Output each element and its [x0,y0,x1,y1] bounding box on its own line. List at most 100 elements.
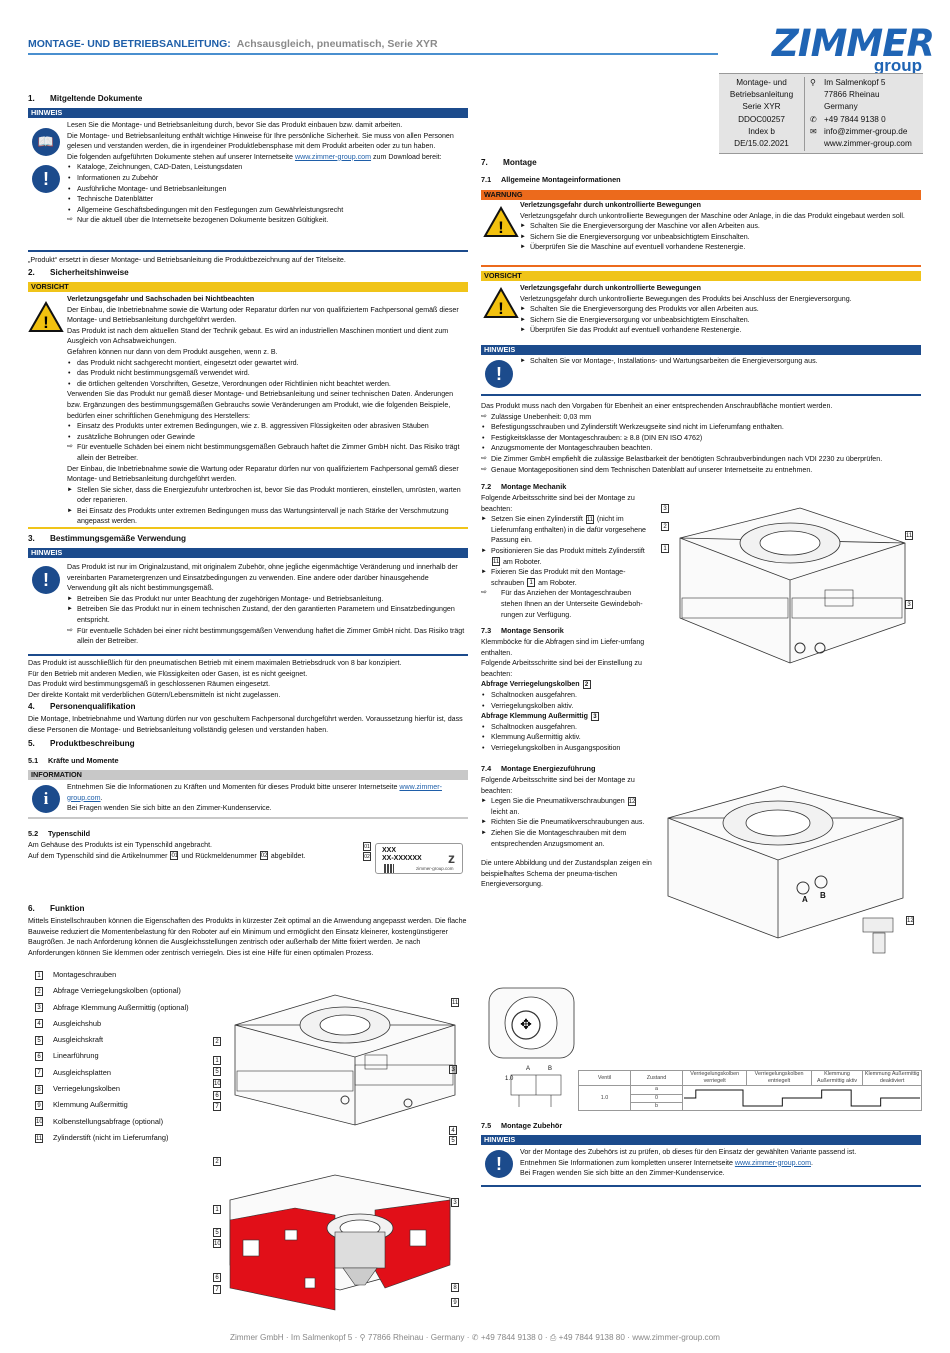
type-plate: 01 02 XXX XX-XXXXXX zimmer-group.com z [362,842,464,874]
warning-triangle-icon: ! [483,206,519,237]
website-link[interactable]: www.zimmer-group.com [294,152,372,161]
svg-text:!: ! [498,218,504,237]
section-1-body: Lesen Sie die Montage- und Betriebsanlei… [67,120,469,226]
website-link[interactable]: www.zimmer-group.com [734,1158,811,1167]
callout-1: 1 [212,1055,222,1065]
port-a-label: A [526,1066,531,1072]
callout-2: 2 [660,521,670,531]
callout-12: 12 [906,915,914,925]
location-pin-icon: ⚲ [359,1333,366,1342]
fax-icon: ⎙ [549,1333,557,1342]
hinweis-bar: HINWEIS [481,1135,921,1145]
svg-text:✥: ✥ [520,1017,532,1033]
info-icon: i [32,785,60,813]
read-manual-icon: 📖 [32,128,60,156]
section-7-title: 7.Montage [481,158,537,167]
vorsicht-body: Verletzungsgefahr durch unkontrollierte … [520,283,922,336]
section-3-body: Das Produkt ist nur im Originalzustand, … [67,562,469,647]
callout-4: 4 [448,1125,458,1135]
section-7-5-body: Vor der Montage des Zubehörs ist zu prüf… [520,1148,857,1178]
section-7-3-body: Klemmböcke für die Abfragen sind im Lief… [481,637,653,754]
section-1-title: 1.Mitgeltende Dokumente [28,94,143,103]
callout-8: 8 [450,1282,460,1292]
valve-label: 1.0 [505,1076,514,1082]
callout-10: 10 [213,1078,221,1088]
pneumatic-schematic [510,1074,562,1107]
callout-7: 7 [212,1284,222,1294]
section-4-body: Die Montage, Inbetriebnahme und Wartung … [28,715,463,734]
callout-6: 6 [212,1090,222,1100]
callout-3: 3 [448,1064,458,1074]
product-note: „Produkt“ ersetzt in dieser Montage- und… [28,256,346,264]
section-5-2-body: Am Gehäuse des Produkts ist ein Typensch… [28,841,306,861]
state-graph [684,1089,920,1107]
qr-code-icon [384,864,394,873]
section-5-1-body: Entnehmen Sie die Informationen zu Kräft… [67,783,442,813]
phone-icon: ✆ [810,114,817,124]
callout-10: 10 [213,1238,221,1248]
port-b-label: B [548,1066,553,1072]
footer: Zimmer GmbH · Im Salmenkopf 5 · ⚲ 77866 … [229,1333,720,1342]
warning-triangle-icon: ! [483,287,519,318]
section-7-4-body: Folgende Arbeitsschritte sind bei der Mo… [481,775,653,890]
section-6-title: 6.Funktion [28,904,85,913]
callout-6: 6 [212,1272,222,1282]
exclamation-icon: ! [485,360,513,388]
section-3-title: 3.Bestimmungsgemäße Verwendung [28,534,187,543]
hinweis-bar: HINWEIS [28,108,468,118]
z-logo-icon: z [448,850,455,866]
section-4-title: 4.Personenqualifikation [28,702,136,711]
callout-9: 9 [450,1297,460,1307]
section-2-title: 2.Sicherheitshinweise [28,268,129,277]
mail-icon: ✉ [810,126,817,136]
information-bar: INFORMATION [28,770,468,780]
hinweis-bar: HINWEIS [481,345,921,355]
location-pin-icon: ⚲ [810,78,816,87]
hinweis-bar: HINWEIS [28,548,468,558]
top-view-drawing: ✥ [488,987,575,1059]
section-6-body: Mittels Einstellschrauben können die Eig… [28,917,467,957]
callout-3: 3 [450,1197,460,1207]
callout-11: 11 [905,530,913,540]
vorsicht-bar: VORSICHT [28,282,468,292]
website-link[interactable]: www.zimmer-group.com [67,783,442,802]
mounting-mechanics-drawing [679,507,906,664]
warning-triangle-icon: ! [28,301,64,332]
svg-text:!: ! [498,299,504,318]
section-2-body: Verletzungsgefahr und Sachschaden bei Ni… [67,294,469,527]
callout-1: 1 [660,543,670,553]
header-title: MONTAGE- UND BETRIEBSANLEITUNG:Achsausgl… [28,38,438,50]
product-cutaway-drawing [229,1174,451,1311]
exclamation-icon: ! [32,165,60,193]
section-7-2-body: Folgende Arbeitsschritte sind bei der Mo… [481,493,653,620]
hinweis-body: Schalten Sie vor Montage-, Installations… [520,356,922,367]
header-subtitle: Achsausgleich, pneumatisch, Serie XYR [236,38,438,50]
port-b-label: B [820,891,826,900]
warnung-bar: WARNUNG [481,190,921,200]
port-a-label: A [802,895,808,904]
product-drawing-function [234,994,456,1126]
callout-3: 3 [660,503,670,513]
website-link[interactable]: www.zimmer-group.com [824,139,912,149]
mounting-info: Das Produkt muss nach den Vorgaben für E… [481,401,921,475]
callout-7: 7 [212,1101,222,1111]
phone-icon: ✆ [471,1333,479,1342]
callout-5: 5 [448,1135,458,1145]
callout-3b: 3 [904,599,914,609]
